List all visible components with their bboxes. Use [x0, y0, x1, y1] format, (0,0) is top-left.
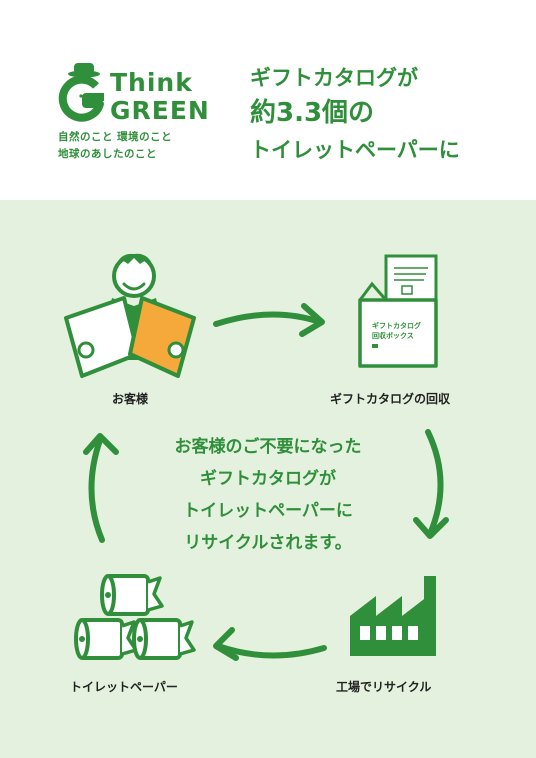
logo-think: Think	[110, 68, 193, 97]
center-message-line-2: ギフトカタログが	[200, 469, 336, 489]
headline-line-2: 約3.3個の	[250, 98, 375, 128]
box-label-1: ギフトカタログ	[372, 321, 421, 330]
caption-factory: 工場でリサイクル	[336, 680, 432, 694]
headline-line-1: ギフトカタログが	[250, 66, 418, 90]
logo-green: GREEN	[110, 96, 210, 125]
factory-illustration	[350, 576, 436, 656]
logo-tagline-2: 地球のあしたのこと	[58, 148, 157, 160]
toilet-paper-illustration	[74, 574, 196, 660]
arrowhead-4	[83, 433, 119, 455]
customer-illustration	[64, 253, 196, 378]
center-message-line-4: リサイクルされます。	[184, 533, 352, 553]
headline-line-3: トイレットペーパーに	[250, 138, 460, 162]
arrowhead-2	[413, 517, 449, 539]
arrow-paper-to-customer	[88, 437, 105, 543]
center-message-line-3: トイレットペーパーに	[183, 501, 353, 521]
arrowhead-1	[299, 303, 325, 337]
arrow-collection-to-factory	[425, 429, 444, 537]
caption-customer: お客様	[112, 392, 149, 406]
cycle-arrows	[83, 303, 449, 661]
g-globe-icon	[58, 63, 104, 122]
arrow-factory-to-paper	[215, 643, 327, 659]
box-label-2: 回収ボックス	[372, 331, 414, 340]
arrow-customer-to-collection	[213, 311, 323, 327]
center-message-line-1: お客様のご不要になった	[174, 437, 362, 457]
collection-box-illustration: ギフトカタログ 回収ボックス	[358, 254, 438, 368]
logo-tagline-1: 自然のこと 環境のこと	[58, 131, 173, 143]
caption-collection: ギフトカタログの回収	[330, 392, 451, 406]
think-green-logo: Think GREEN 自然のこと 環境のこと 地球のあしたのこと	[52, 60, 222, 170]
caption-toilet-paper: トイレットペーパー	[70, 680, 178, 694]
arrowhead-3	[213, 627, 239, 661]
